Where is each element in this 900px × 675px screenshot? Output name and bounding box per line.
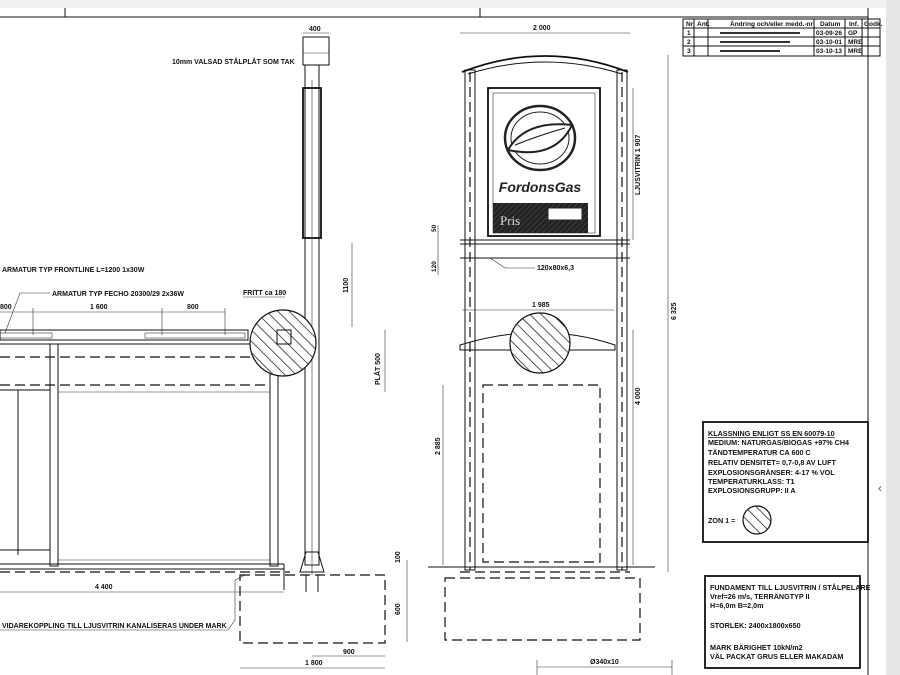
scrollbar[interactable] [886, 0, 900, 675]
dim-label: 800 [0, 304, 12, 311]
svg-text:H=6,0m B=2,0m: H=6,0m B=2,0m [710, 601, 764, 610]
svg-text:VÄL PACKAT GRUS ELLER MAKADAM: VÄL PACKAT GRUS ELLER MAKADAM [710, 652, 843, 661]
foundation-outline [239, 574, 386, 644]
col-header: Ant. [697, 21, 710, 28]
svg-text:RELATIV DENSITET= 0,7-0,8 AV L: RELATIV DENSITET= 0,7-0,8 AV LUFT [708, 458, 836, 467]
dim-label: 100 [395, 551, 402, 563]
collapse-arrow-icon[interactable]: ‹ [878, 481, 882, 495]
dim-label: 1 985 [532, 302, 550, 309]
dim-label: 800 [187, 304, 199, 311]
cable-note: VIDAREKOPPLING TILL LJUSVITRIN KANALISER… [2, 623, 227, 630]
price-label: Pris [500, 213, 520, 228]
dim-label: 4 400 [95, 584, 113, 591]
svg-text:1: 1 [687, 30, 691, 37]
dim-label: 6 325 [671, 302, 678, 320]
dim-label: 2 000 [533, 25, 551, 32]
dim-label: 400 [309, 26, 321, 33]
svg-text:MARK BÄRIGHET 10kN/m2: MARK BÄRIGHET 10kN/m2 [710, 643, 803, 652]
sign-height-label: LJUSVITRIN 1 907 [635, 135, 642, 195]
revision-table: Nr Ant. Ändring och/eller medd.-nr Datum… [682, 18, 883, 57]
fixture-label: ARMATUR TYP FECHO 20300/29 2x36W [52, 291, 184, 298]
fordonsgas-logo: FordonsGas [499, 104, 582, 195]
svg-text:TÄNDTEMPERATUR CA 600 C: TÄNDTEMPERATUR CA 600 C [708, 448, 811, 457]
dim-label: 2 885 [435, 437, 442, 455]
table-row: 3 03-10-13 MRE [687, 48, 863, 55]
svg-text:MRE: MRE [848, 48, 863, 55]
profile-label: 120x80x6,3 [537, 265, 574, 272]
zone1-detail-circle [509, 312, 571, 374]
brand-text: FordonsGas [499, 179, 582, 195]
roof-note: 10mm VALSAD STÅLPLÅT SOM TAK [172, 57, 295, 66]
svg-text:03-09-26: 03-09-26 [816, 30, 842, 37]
svg-text:GP: GP [848, 30, 858, 37]
plate-label: PLÅT 500 [373, 353, 382, 385]
fixture-label: ARMATUR TYP FRONTLINE L=1200 1x30W [2, 267, 145, 274]
table-row: 1 03-09-26 GP [687, 30, 858, 37]
zone-label: ZON 1 = [708, 516, 735, 525]
col-header: Datum [820, 21, 840, 28]
dim-label: 120 [431, 261, 438, 272]
svg-text:03-10-01: 03-10-01 [816, 39, 842, 46]
dim-label: 1 600 [90, 304, 108, 311]
box-title: KLASSNING ENLIGT SS EN 60079-10 [708, 429, 835, 438]
svg-text:MRE: MRE [848, 39, 863, 46]
svg-text:FUNDAMENT TILL LJUSVITRIN / ST: FUNDAMENT TILL LJUSVITRIN / STÅLPELARE [710, 583, 871, 592]
svg-text:3: 3 [687, 48, 691, 55]
foundation-box: FUNDAMENT TILL LJUSVITRIN / STÅLPELARE V… [704, 575, 871, 669]
dim-label: 1 800 [305, 660, 323, 667]
classification-box: KLASSNING ENLIGT SS EN 60079-10 MEDIUM: … [702, 421, 869, 543]
svg-text:STORLEK: 2400x1800x650: STORLEK: 2400x1800x650 [710, 621, 801, 630]
svg-text:TEMPERATURKLASS: T1: TEMPERATURKLASS: T1 [708, 477, 795, 486]
dim-label: 4 000 [635, 387, 642, 405]
clearance-label: FRITT ca 180 [243, 290, 286, 297]
svg-text:EXPLOSIONSGRUPP: II A: EXPLOSIONSGRUPP: II A [708, 486, 796, 495]
dim-label: 900 [343, 649, 355, 656]
table-row: 2 03-10-01 MRE [687, 39, 863, 46]
col-header: Nr [686, 21, 694, 28]
dim-label: 600 [395, 603, 402, 615]
zone1-symbol-icon [742, 505, 772, 535]
svg-text:MEDIUM: NATURGAS/BIOGAS +97% C: MEDIUM: NATURGAS/BIOGAS +97% CH4 [708, 438, 849, 447]
canopy-side-view: 800 1 600 800 4 400 ARMATUR TYP FRONTLIN… [0, 267, 300, 631]
col-header: Inf. [849, 21, 859, 28]
steel-pole: 400 10mm VALSAD STÅLPLÅT SOM TAK 1 800 9… [172, 26, 408, 669]
svg-text:EXPLOSIONSGRÄNSER: 4-17 % VOL: EXPLOSIONSGRÄNSER: 4-17 % VOL [708, 468, 835, 477]
svg-text:Vref=26 m/s, TERRÄNGTYP II: Vref=26 m/s, TERRÄNGTYP II [710, 592, 810, 601]
foundation-outline [444, 577, 641, 641]
sign-front-view: 2 000 FordonsGas Pris 50 120 120x80x6,3 … [428, 25, 678, 675]
svg-text:03-10-13: 03-10-13 [816, 48, 842, 55]
col-header: Ändring och/eller medd.-nr [730, 20, 814, 28]
col-header: Godk. [864, 21, 883, 28]
plate-dim-label: Ø340x10 [590, 659, 619, 666]
zone1-detail-circle [249, 309, 317, 377]
dim-label: 50 [431, 224, 438, 232]
svg-text:2: 2 [687, 39, 691, 46]
dim-label: 1100 [343, 278, 350, 293]
